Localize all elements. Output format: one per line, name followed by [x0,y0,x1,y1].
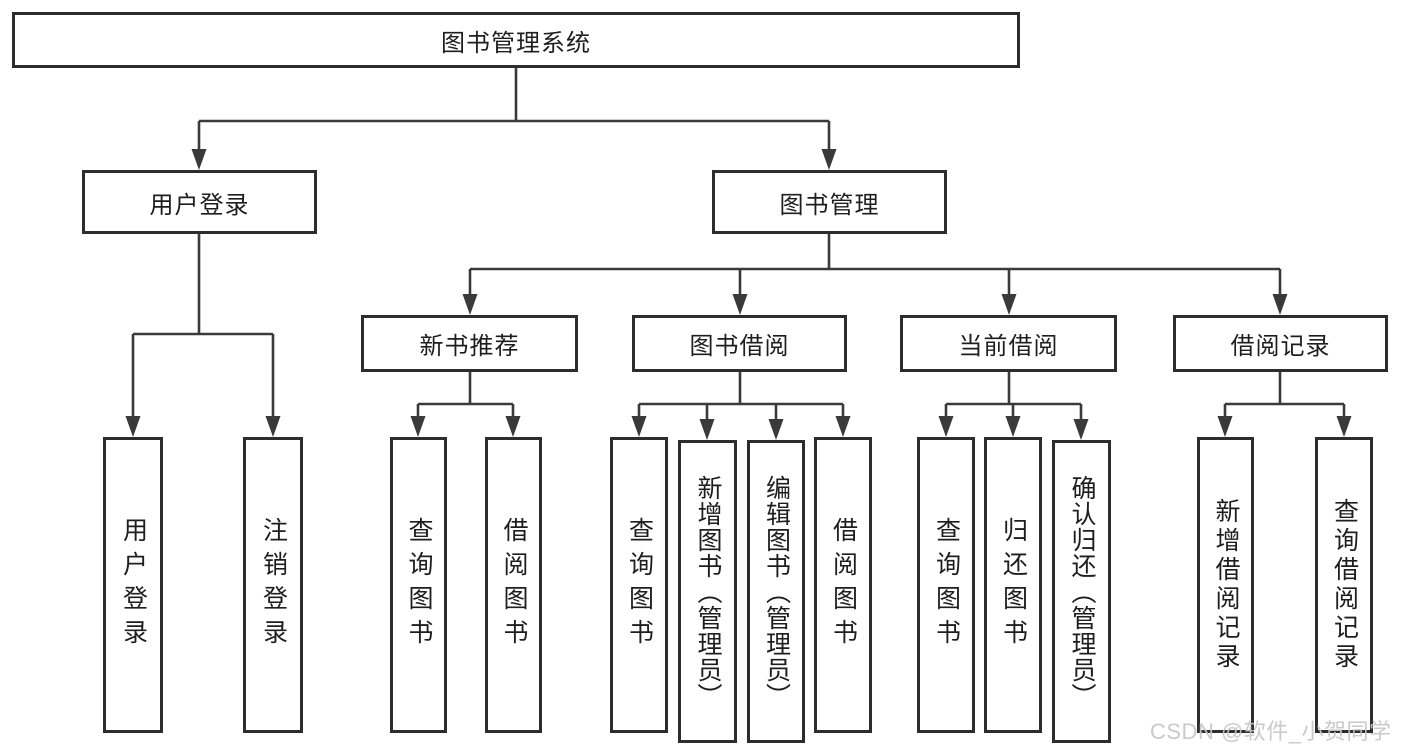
leaf-label: 注销登录 [259,517,288,653]
leaf-query-books-current: 查询图书 [917,437,975,733]
leaf-label: 编辑图书（管理员） [762,474,791,709]
leaf-borrow-books: 借阅图书 [814,437,872,733]
leaf-label: 查询图书 [932,517,961,653]
node-user-login: 用户登录 [82,170,317,234]
leaf-label: 确认归还（管理员） [1068,474,1096,709]
node-library-management-system: 图书管理系统 [12,12,1020,68]
node-label: 用户登录 [149,191,250,219]
node-label: 图书借阅 [689,333,790,360]
leaf-add-books-admin: 新增图书（管理员） [678,440,737,743]
node-label: 新书推荐 [419,333,520,360]
leaf-label: 查询图书 [405,517,433,653]
leaf-label: 查询图书 [625,517,654,653]
leaf-user-login: 用户登录 [103,437,163,733]
leaf-add-borrow-record: 新增借阅记录 [1197,437,1254,733]
leaf-label: 新增图书（管理员） [694,474,722,709]
leaf-label: 查询借阅记录 [1330,498,1359,672]
leaf-edit-books-admin: 编辑图书（管理员） [747,440,805,743]
leaf-confirm-return-admin: 确认归还（管理员） [1052,440,1111,743]
leaf-label: 用户登录 [119,517,148,653]
leaf-label: 归还图书 [999,517,1028,653]
leaf-query-books-borrow: 查询图书 [610,437,668,733]
node-new-book-recommend: 新书推荐 [361,315,578,372]
leaf-logout: 注销登录 [243,437,303,733]
node-borrow-records: 借阅记录 [1173,315,1388,372]
node-book-management: 图书管理 [712,170,947,234]
node-label: 当前借阅 [958,333,1059,360]
node-label: 图书管理系统 [441,29,591,57]
node-label: 图书管理 [779,191,880,219]
node-book-borrow: 图书借阅 [632,315,847,372]
node-current-borrow: 当前借阅 [900,315,1117,372]
node-label: 借阅记录 [1230,333,1331,360]
leaf-label: 新增借阅记录 [1212,498,1240,672]
leaf-label: 借阅图书 [500,517,528,653]
leaf-query-books-recommend: 查询图书 [390,437,447,733]
leaf-borrow-books-recommend: 借阅图书 [485,437,542,733]
leaf-return-books: 归还图书 [984,437,1042,733]
leaf-label: 借阅图书 [829,517,858,653]
leaf-query-borrow-record: 查询借阅记录 [1315,437,1373,733]
watermark: CSDN @软件_小贺同学 [1150,719,1392,744]
